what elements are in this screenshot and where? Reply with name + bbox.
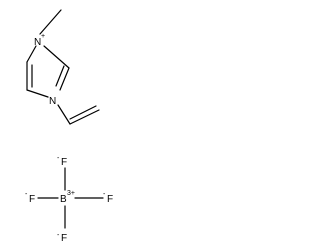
ring-bond-n3-c4 [26, 89, 49, 98]
charge-f-bottom: - [57, 232, 60, 239]
vinyl-bond-2 [69, 109, 100, 125]
atom-f-bottom: F [61, 233, 67, 244]
charge-f-top: - [57, 155, 60, 162]
chemical-structure: N + N - F - F B 3+ - F - F [25, 9, 113, 244]
ring-bond-n1-c2 [43, 45, 70, 69]
imidazolium-cation: N + N [26, 9, 100, 125]
atom-f-right: F [107, 194, 113, 205]
ring-bond-c2-n3-double [55, 65, 65, 87]
ring-bond-c5-n1 [26, 45, 37, 63]
ring-bond-c2-n3 [59, 67, 70, 91]
tetrafluoroborate-anion: - F - F B 3+ - F - F [25, 155, 113, 244]
vinyl-bond-1 [57, 104, 71, 125]
vinyl-bond-2-double [69, 105, 97, 120]
atom-boron: B [60, 194, 67, 205]
charge-n-quaternary: + [41, 33, 45, 40]
methyl-bond [39, 9, 62, 35]
atom-n-quaternary: N [34, 37, 41, 48]
atom-f-left: F [29, 194, 35, 205]
atom-f-top: F [61, 157, 67, 168]
charge-boron: 3+ [67, 190, 75, 197]
charge-f-left: - [25, 191, 28, 198]
charge-f-right: - [103, 191, 106, 198]
atom-n-vinyl: N [49, 96, 56, 107]
